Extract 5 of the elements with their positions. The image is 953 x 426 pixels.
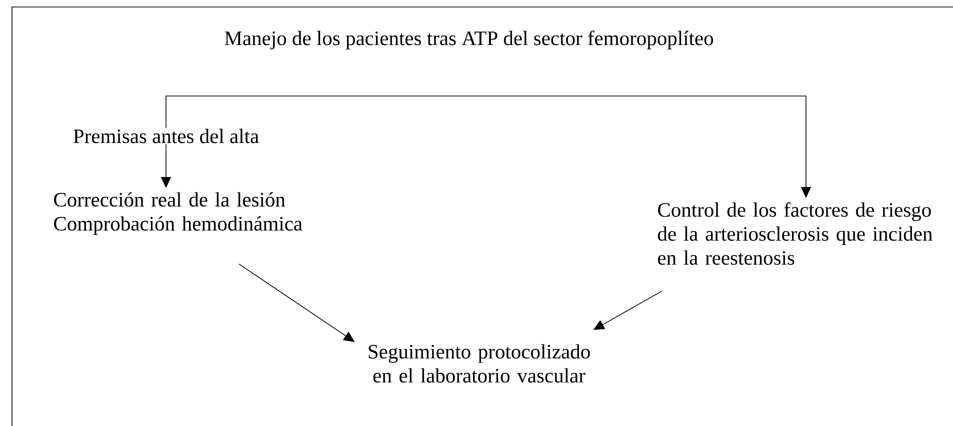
title: Manejo de los pacientes tras ATP del sector femoropoplíteo <box>224 30 714 50</box>
step-text: Seguimiento protocolizado en el laboratorio vascular <box>368 344 590 383</box>
step-text: Control de los factores de riesgo de la arteriosclerosis que inciden en la reestenosis <box>658 202 932 265</box>
step-text: Corrección real de la lesión Comprobación hemodinámica <box>54 192 302 235</box>
edge-label: Premisas antes del alta <box>72 128 260 144</box>
